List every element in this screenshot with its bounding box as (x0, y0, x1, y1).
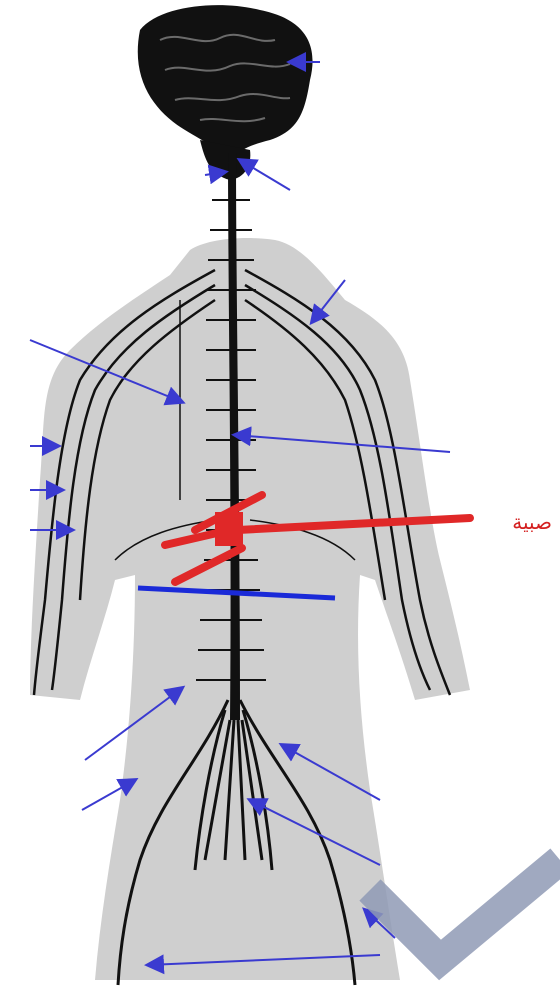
watermark-logo (370, 860, 560, 960)
brain-icon (138, 5, 313, 180)
red-label-fragment: صبية (512, 510, 552, 534)
red-highlight-core (215, 512, 243, 546)
